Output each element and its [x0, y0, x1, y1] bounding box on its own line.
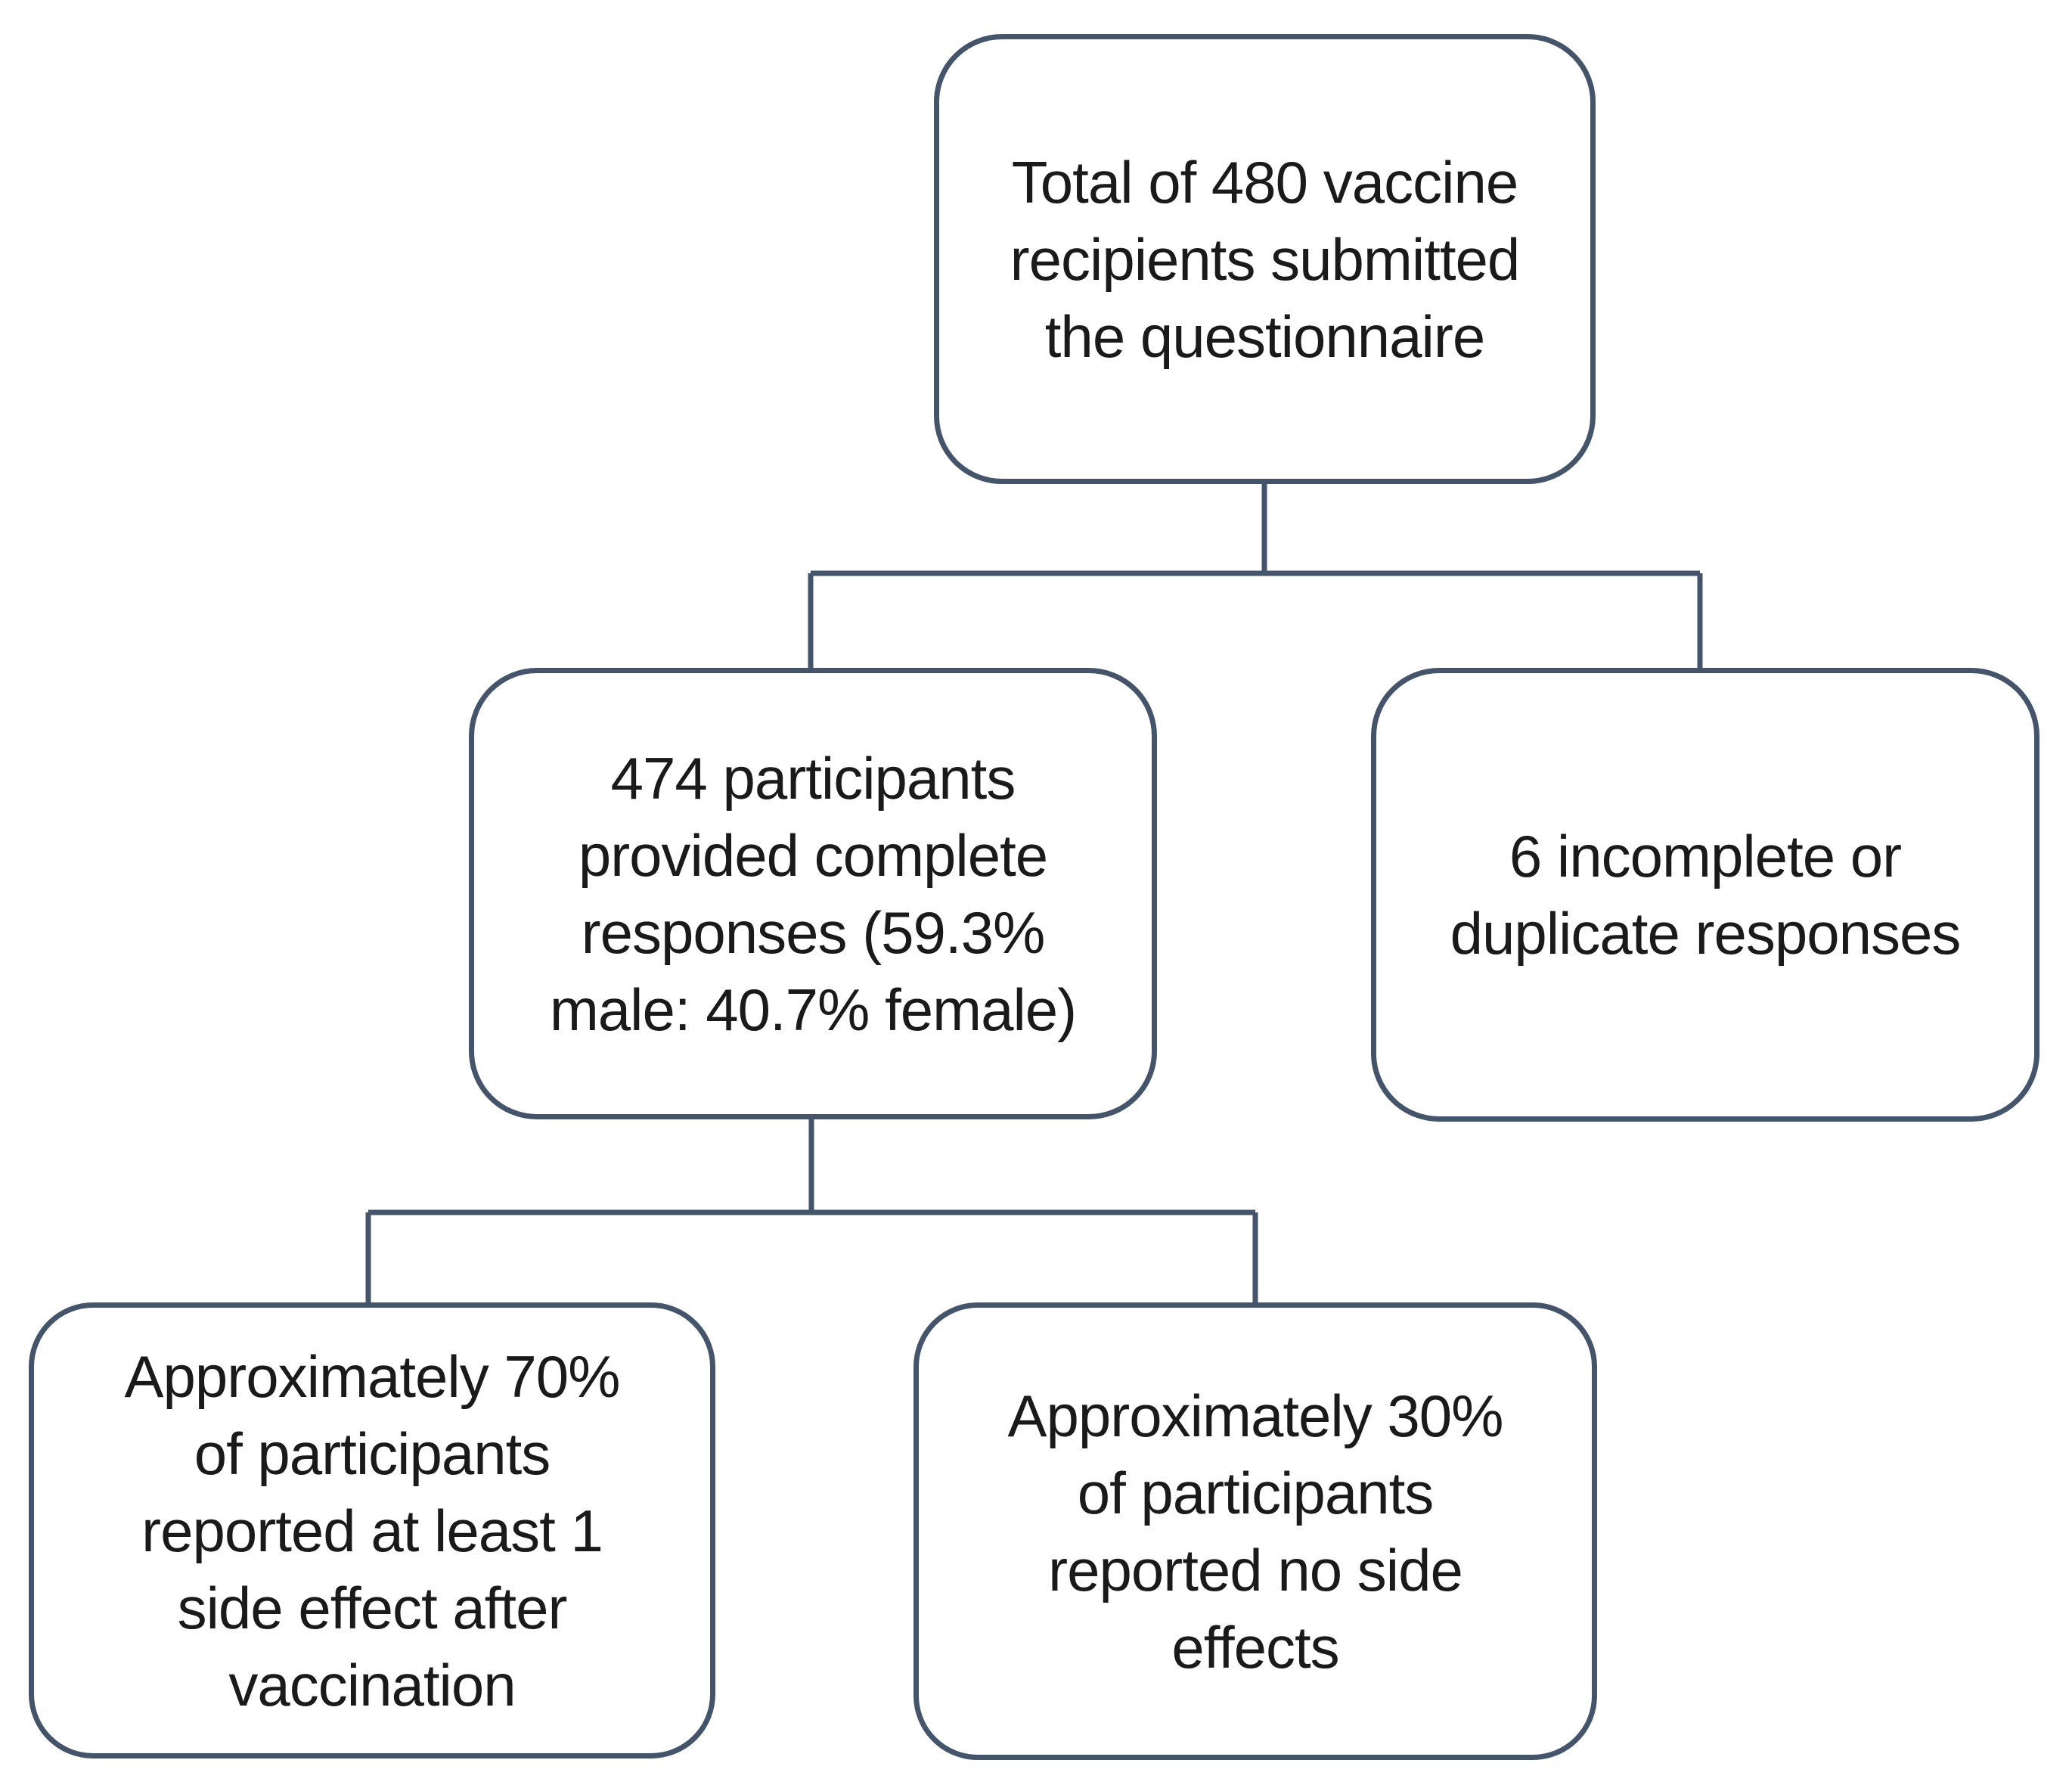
node-no-side-effects: Approximately 30%of participantsreported…	[913, 1302, 1597, 1760]
node-no-side-effects-text: Approximately 30%of participantsreported…	[1007, 1382, 1504, 1681]
node-excluded-responses-text: 6 incomplete orduplicate responses	[1450, 823, 1962, 967]
node-complete-responses: 474 participantsprovided completerespons…	[469, 668, 1157, 1119]
node-with-side-effects: Approximately 70%of participantsreported…	[29, 1302, 715, 1759]
node-complete-responses-text: 474 participantsprovided completerespons…	[549, 744, 1077, 1043]
node-total-recipients-text: Total of 480 vaccinerecipients submitted…	[1010, 148, 1521, 370]
node-excluded-responses: 6 incomplete orduplicate responses	[1371, 668, 2039, 1122]
node-with-side-effects-text: Approximately 70%of participantsreported…	[124, 1343, 621, 1718]
node-total-recipients: Total of 480 vaccinerecipients submitted…	[934, 34, 1596, 484]
